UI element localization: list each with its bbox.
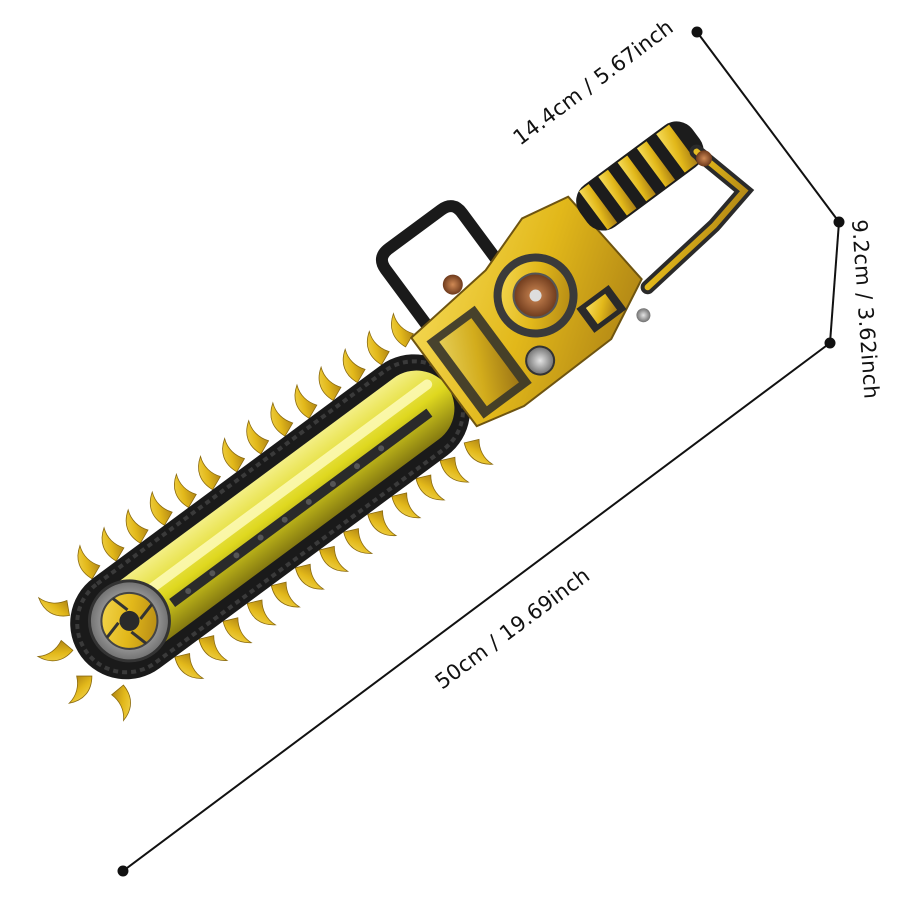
chainsaw-blade [35,310,497,723]
dimension-label-top: 14.4cm / 5.67inch [509,15,678,150]
rear-handle [576,121,755,295]
top-handle [375,200,503,338]
nose-sprocket [87,579,171,663]
dimension-label-height: 9.2cm / 3.62inch [847,219,883,400]
chainsaw-model [35,121,755,723]
dimension-label-length: 50cm / 19.69inch [431,563,595,694]
engine-body [409,195,651,428]
dimension-lines [117,26,845,877]
